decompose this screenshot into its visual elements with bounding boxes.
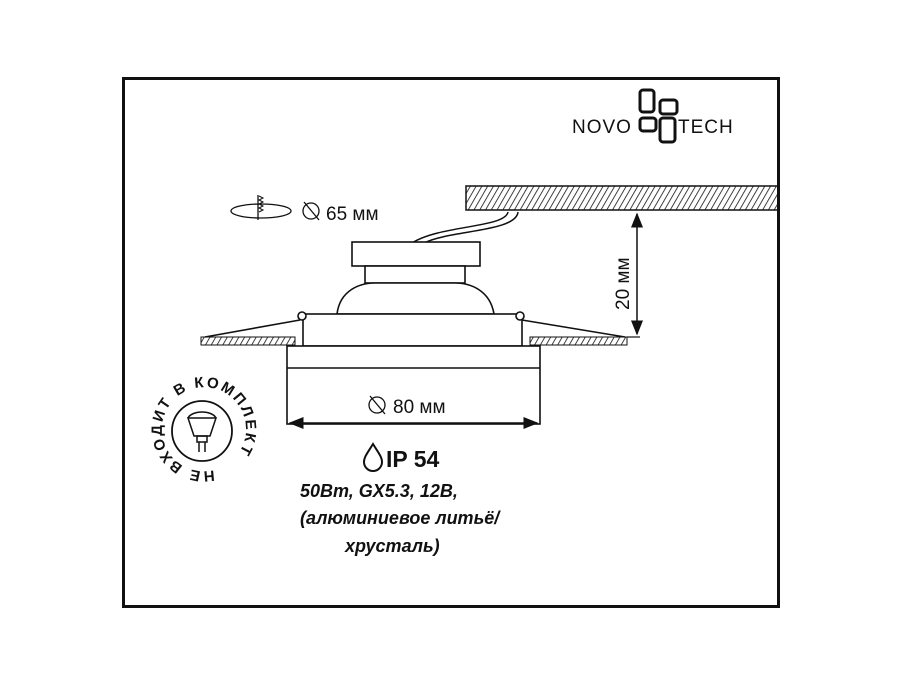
- cutout-symbol: [230, 195, 292, 220]
- bulb-not-included-badge: НЕ ВХОДИТ В КОМПЛЕКТ: [149, 374, 259, 485]
- lamp-bulb-icon: [186, 411, 218, 452]
- diameter-icon: [302, 201, 320, 221]
- ceiling: [465, 185, 779, 211]
- specs-line-3: хрусталь): [344, 536, 440, 556]
- specs-line-2: (алюминиевое литьё/: [300, 508, 501, 528]
- height-label: 20 мм: [613, 257, 634, 310]
- drawing-frame: [122, 77, 780, 608]
- specs-line-1: 50Вт, GX5.3, 12В,: [300, 481, 458, 501]
- ceiling-right: [529, 336, 628, 346]
- wire: [411, 211, 519, 244]
- water-drop-icon: [362, 442, 384, 472]
- ceiling-left: [200, 336, 296, 346]
- novotech-logo: NOVO TECH: [572, 88, 734, 144]
- spring-clips: [204, 311, 626, 338]
- diameter-icon: [368, 395, 386, 415]
- logo-text-left: NOVO: [572, 117, 632, 138]
- diameter-label: 80 мм: [393, 397, 446, 418]
- badge-text: НЕ ВХОДИТ В КОМПЛЕКТ: [149, 374, 257, 485]
- cutout-diameter-label: 65 мм: [326, 204, 379, 225]
- ip-rating: IP 54: [386, 446, 439, 472]
- logo-text-right: TECH: [678, 117, 734, 138]
- svg-text:НЕ ВХОДИТ В КОМПЛЕКТ: НЕ ВХОДИТ В КОМПЛЕКТ: [149, 374, 259, 485]
- fixture: [286, 241, 541, 425]
